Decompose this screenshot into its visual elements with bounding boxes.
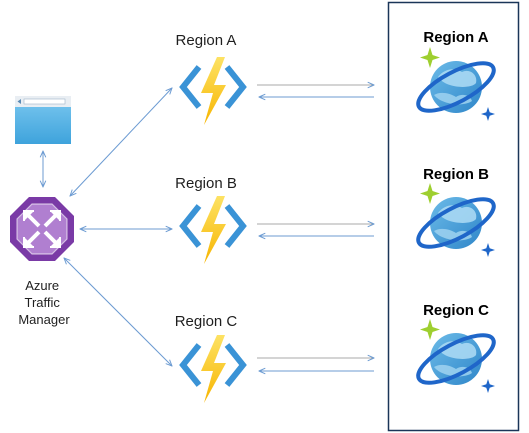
traffic-manager-label-line3: Manager — [18, 312, 70, 327]
region-b-data-arrows — [257, 224, 374, 236]
traffic-manager-to-region-a-arrow — [70, 88, 172, 196]
traffic-manager-to-region-c-arrow — [64, 258, 172, 366]
azure-functions-icon — [183, 196, 243, 264]
region-a-data-arrows — [257, 85, 374, 97]
database-region-a-label: Region A — [423, 29, 488, 46]
traffic-manager-label-line2: Traffic — [24, 295, 60, 310]
region-c-data-arrows — [257, 358, 374, 371]
azure-functions-icon — [183, 57, 243, 125]
database-region-c-label: Region C — [423, 302, 489, 319]
traffic-manager-label: Azure Traffic Manager — [18, 278, 70, 327]
database-region-b-label: Region B — [423, 166, 489, 183]
function-region-b-label: Region B — [175, 175, 237, 192]
azure-functions-icon — [183, 335, 243, 403]
traffic-manager-label-line1: Azure — [25, 278, 59, 293]
azure-traffic-manager-icon — [10, 197, 74, 261]
function-region-a-label: Region A — [176, 32, 237, 49]
function-region-c-label: Region C — [175, 313, 238, 330]
browser-window-icon — [15, 96, 71, 144]
